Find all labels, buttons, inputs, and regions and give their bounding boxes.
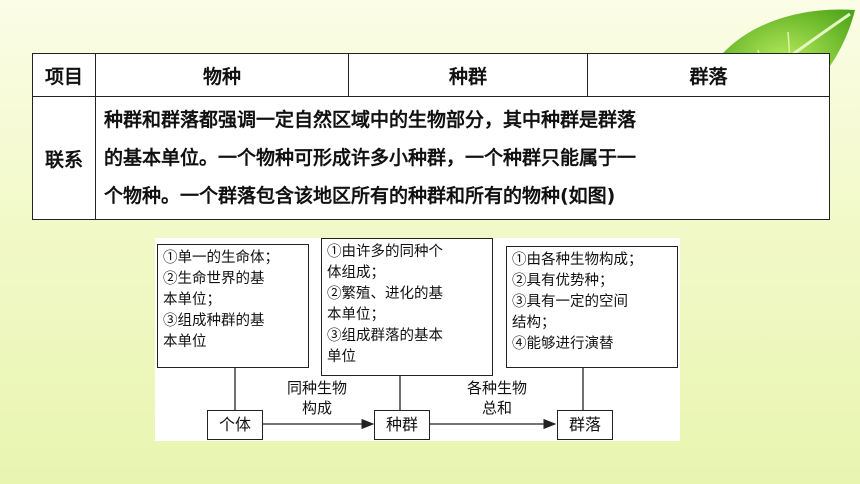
relationship-diagram: ①单一的生命体； ②生命世界的基 本单位； ③组成种群的基 本单位 ①由许多的同… bbox=[155, 238, 680, 441]
relation-text: 种群和群落都强调一定自然区域中的生物部分，其中种群是群落 的基本单位。一个物种可… bbox=[95, 96, 830, 220]
arrow-label-line: 构成 bbox=[301, 399, 332, 417]
comparison-table: 项目 物种 种群 群落 联系 种群和群落都强调一定自然区域中的生物部分，其中种群… bbox=[32, 53, 830, 220]
individual-traits-box: ①单一的生命体； ②生命世界的基 本单位； ③组成种群的基 本单位 bbox=[157, 244, 309, 368]
box-line: 体组成； bbox=[327, 265, 385, 281]
relation-line: 种群和群落都强调一定自然区域中的生物部分，其中种群是群落 bbox=[104, 109, 637, 131]
header-species: 物种 bbox=[95, 53, 349, 97]
box-line: ①由各种生物构成； bbox=[512, 252, 643, 268]
box-line: 本单位 bbox=[163, 334, 207, 350]
relation-line: 个物种。一个群落包含该地区所有的种群和所有的物种(如图) bbox=[104, 185, 616, 207]
box-line: ①单一的生命体； bbox=[163, 250, 279, 266]
box-line: 结构； bbox=[512, 315, 556, 331]
arrow-label-same-species: 同种生物 构成 bbox=[267, 378, 367, 418]
node-population: 种群 bbox=[374, 410, 430, 440]
box-line: 单位 bbox=[327, 349, 356, 365]
box-line: ③组成种群的基 bbox=[163, 313, 265, 329]
box-line: ②具有优势种； bbox=[512, 273, 614, 289]
arrow-label-line: 各种生物 bbox=[466, 379, 527, 397]
header-population: 种群 bbox=[348, 53, 588, 97]
node-individual: 个体 bbox=[207, 410, 263, 440]
box-line: 本单位； bbox=[163, 292, 221, 308]
box-line: ②繁殖、进化的基 bbox=[327, 286, 443, 302]
relation-row: 联系 种群和群落都强调一定自然区域中的生物部分，其中种群是群落 的基本单位。一个… bbox=[32, 96, 830, 220]
relation-line: 的基本单位。一个物种可形成许多小种群，一个种群只能属于一 bbox=[104, 147, 637, 169]
header-community: 群落 bbox=[587, 53, 830, 97]
box-line: 本单位； bbox=[327, 307, 385, 323]
box-line: ①由许多的同种个 bbox=[327, 244, 443, 260]
node-community: 群落 bbox=[557, 410, 613, 440]
box-line: ②生命世界的基 bbox=[163, 271, 265, 287]
population-traits-box: ①由许多的同种个 体组成； ②繁殖、进化的基 本单位； ③组成群落的基本 单位 bbox=[321, 238, 493, 376]
community-traits-box: ①由各种生物构成； ②具有优势种； ③具有一定的空间 结构； ④能够进行演替 bbox=[506, 246, 678, 368]
header-row: 项目 物种 种群 群落 bbox=[32, 53, 830, 97]
arrow-label-all-species: 各种生物 总和 bbox=[447, 378, 547, 418]
row-label: 联系 bbox=[32, 96, 96, 220]
diagram-connectors bbox=[234, 368, 584, 430]
box-line: ③具有一定的空间 bbox=[512, 294, 628, 310]
box-line: ④能够进行演替 bbox=[512, 336, 614, 352]
arrow-label-line: 总和 bbox=[481, 399, 512, 417]
box-line: ③组成群落的基本 bbox=[327, 328, 443, 344]
arrow-label-line: 同种生物 bbox=[286, 379, 347, 397]
header-item: 项目 bbox=[32, 53, 96, 97]
